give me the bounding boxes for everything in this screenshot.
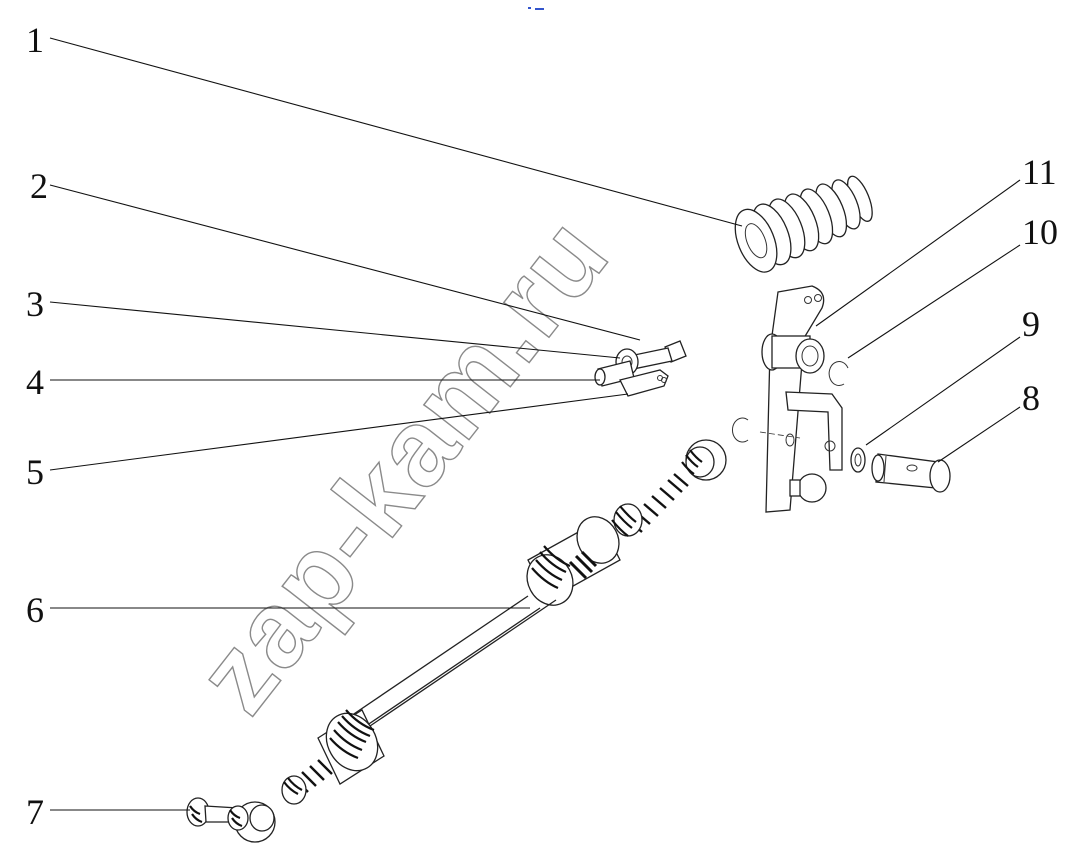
callout-1: 1 [26,20,44,60]
callout-7: 7 [26,792,44,832]
part-10-circlip [731,361,849,443]
callout-9: 9 [1022,304,1040,344]
part-11-lever-plate [759,285,843,513]
part-1-spring [734,175,873,273]
top-marker [528,7,544,10]
callout-10: 10 [1022,212,1058,252]
part-5-bracket [619,369,669,397]
callout-11: 11 [1022,152,1057,192]
callout-2: 2 [30,166,48,206]
leader-lines [49,37,1021,811]
part-8-pin [871,453,951,493]
callout-4: 4 [26,362,44,402]
part-6-rod-assembly [234,439,727,843]
watermark-text: zap-kam.ru [173,195,632,735]
callout-8: 8 [1022,378,1040,418]
callout-3: 3 [26,284,44,324]
callout-6: 6 [26,590,44,630]
callout-5: 5 [26,452,44,492]
part-7-ball-joint [186,797,249,831]
part-9-washer [850,447,866,473]
callout-labels: 1 2 3 4 5 6 7 8 9 10 11 [26,20,1058,832]
